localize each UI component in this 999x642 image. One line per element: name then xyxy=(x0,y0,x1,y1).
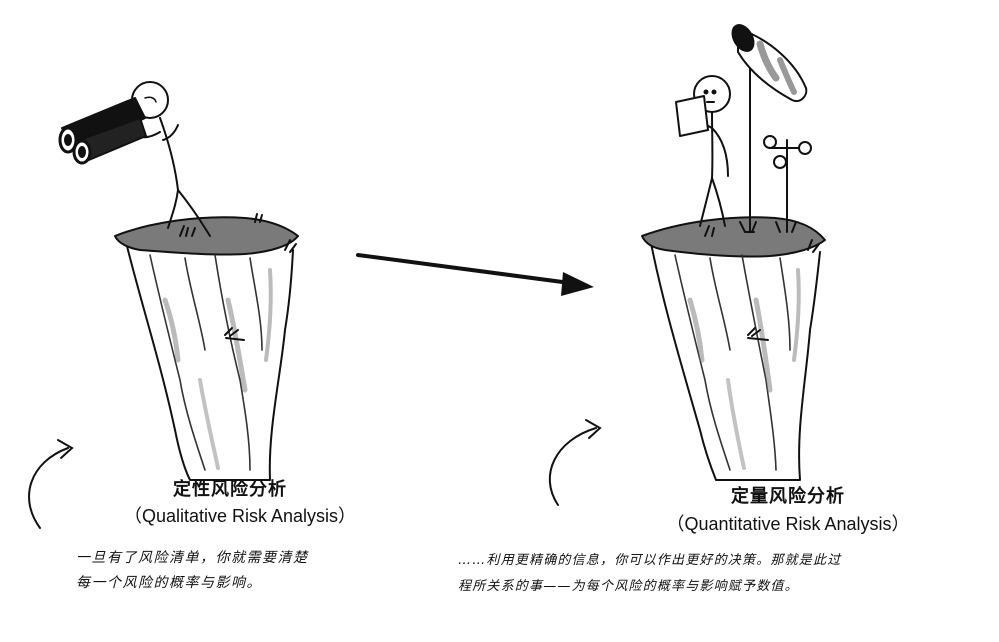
right-pointer-arrowhead-icon xyxy=(585,419,602,439)
right-note-line-1: ……利用更精确的信息，你可以作出更好的决策。那就是此过 xyxy=(458,553,842,568)
binocular-stick-figure xyxy=(58,81,211,237)
left-pointer-arrowhead-icon xyxy=(57,439,74,459)
binoculars-icon xyxy=(58,97,147,165)
left-title: 定性风险分析 xyxy=(173,479,287,500)
clipboard-icon xyxy=(675,95,709,137)
transition-arrow-icon xyxy=(356,253,594,296)
clipboard-stick-figure xyxy=(675,75,731,227)
right-subtitle: （Quantitative Risk Analysis） xyxy=(666,514,910,534)
left-note-line-1: 一旦有了风险清单，你就需要清楚 xyxy=(76,550,309,566)
left-subtitle: （Qualitative Risk Analysis） xyxy=(123,506,357,526)
left-note-line-2: 每一个风险的概率与影响。 xyxy=(76,575,262,591)
windsock-icon xyxy=(731,24,808,233)
right-cliff xyxy=(641,216,826,481)
right-curved-pointer-icon xyxy=(548,427,597,506)
left-curved-pointer-icon xyxy=(28,447,69,529)
right-title: 定量风险分析 xyxy=(731,486,845,507)
right-note-line-2: 程所关系的事——为每个风险的概率与影响赋予数值。 xyxy=(458,579,799,594)
anemometer-icon xyxy=(763,135,812,233)
left-cliff xyxy=(114,213,299,481)
